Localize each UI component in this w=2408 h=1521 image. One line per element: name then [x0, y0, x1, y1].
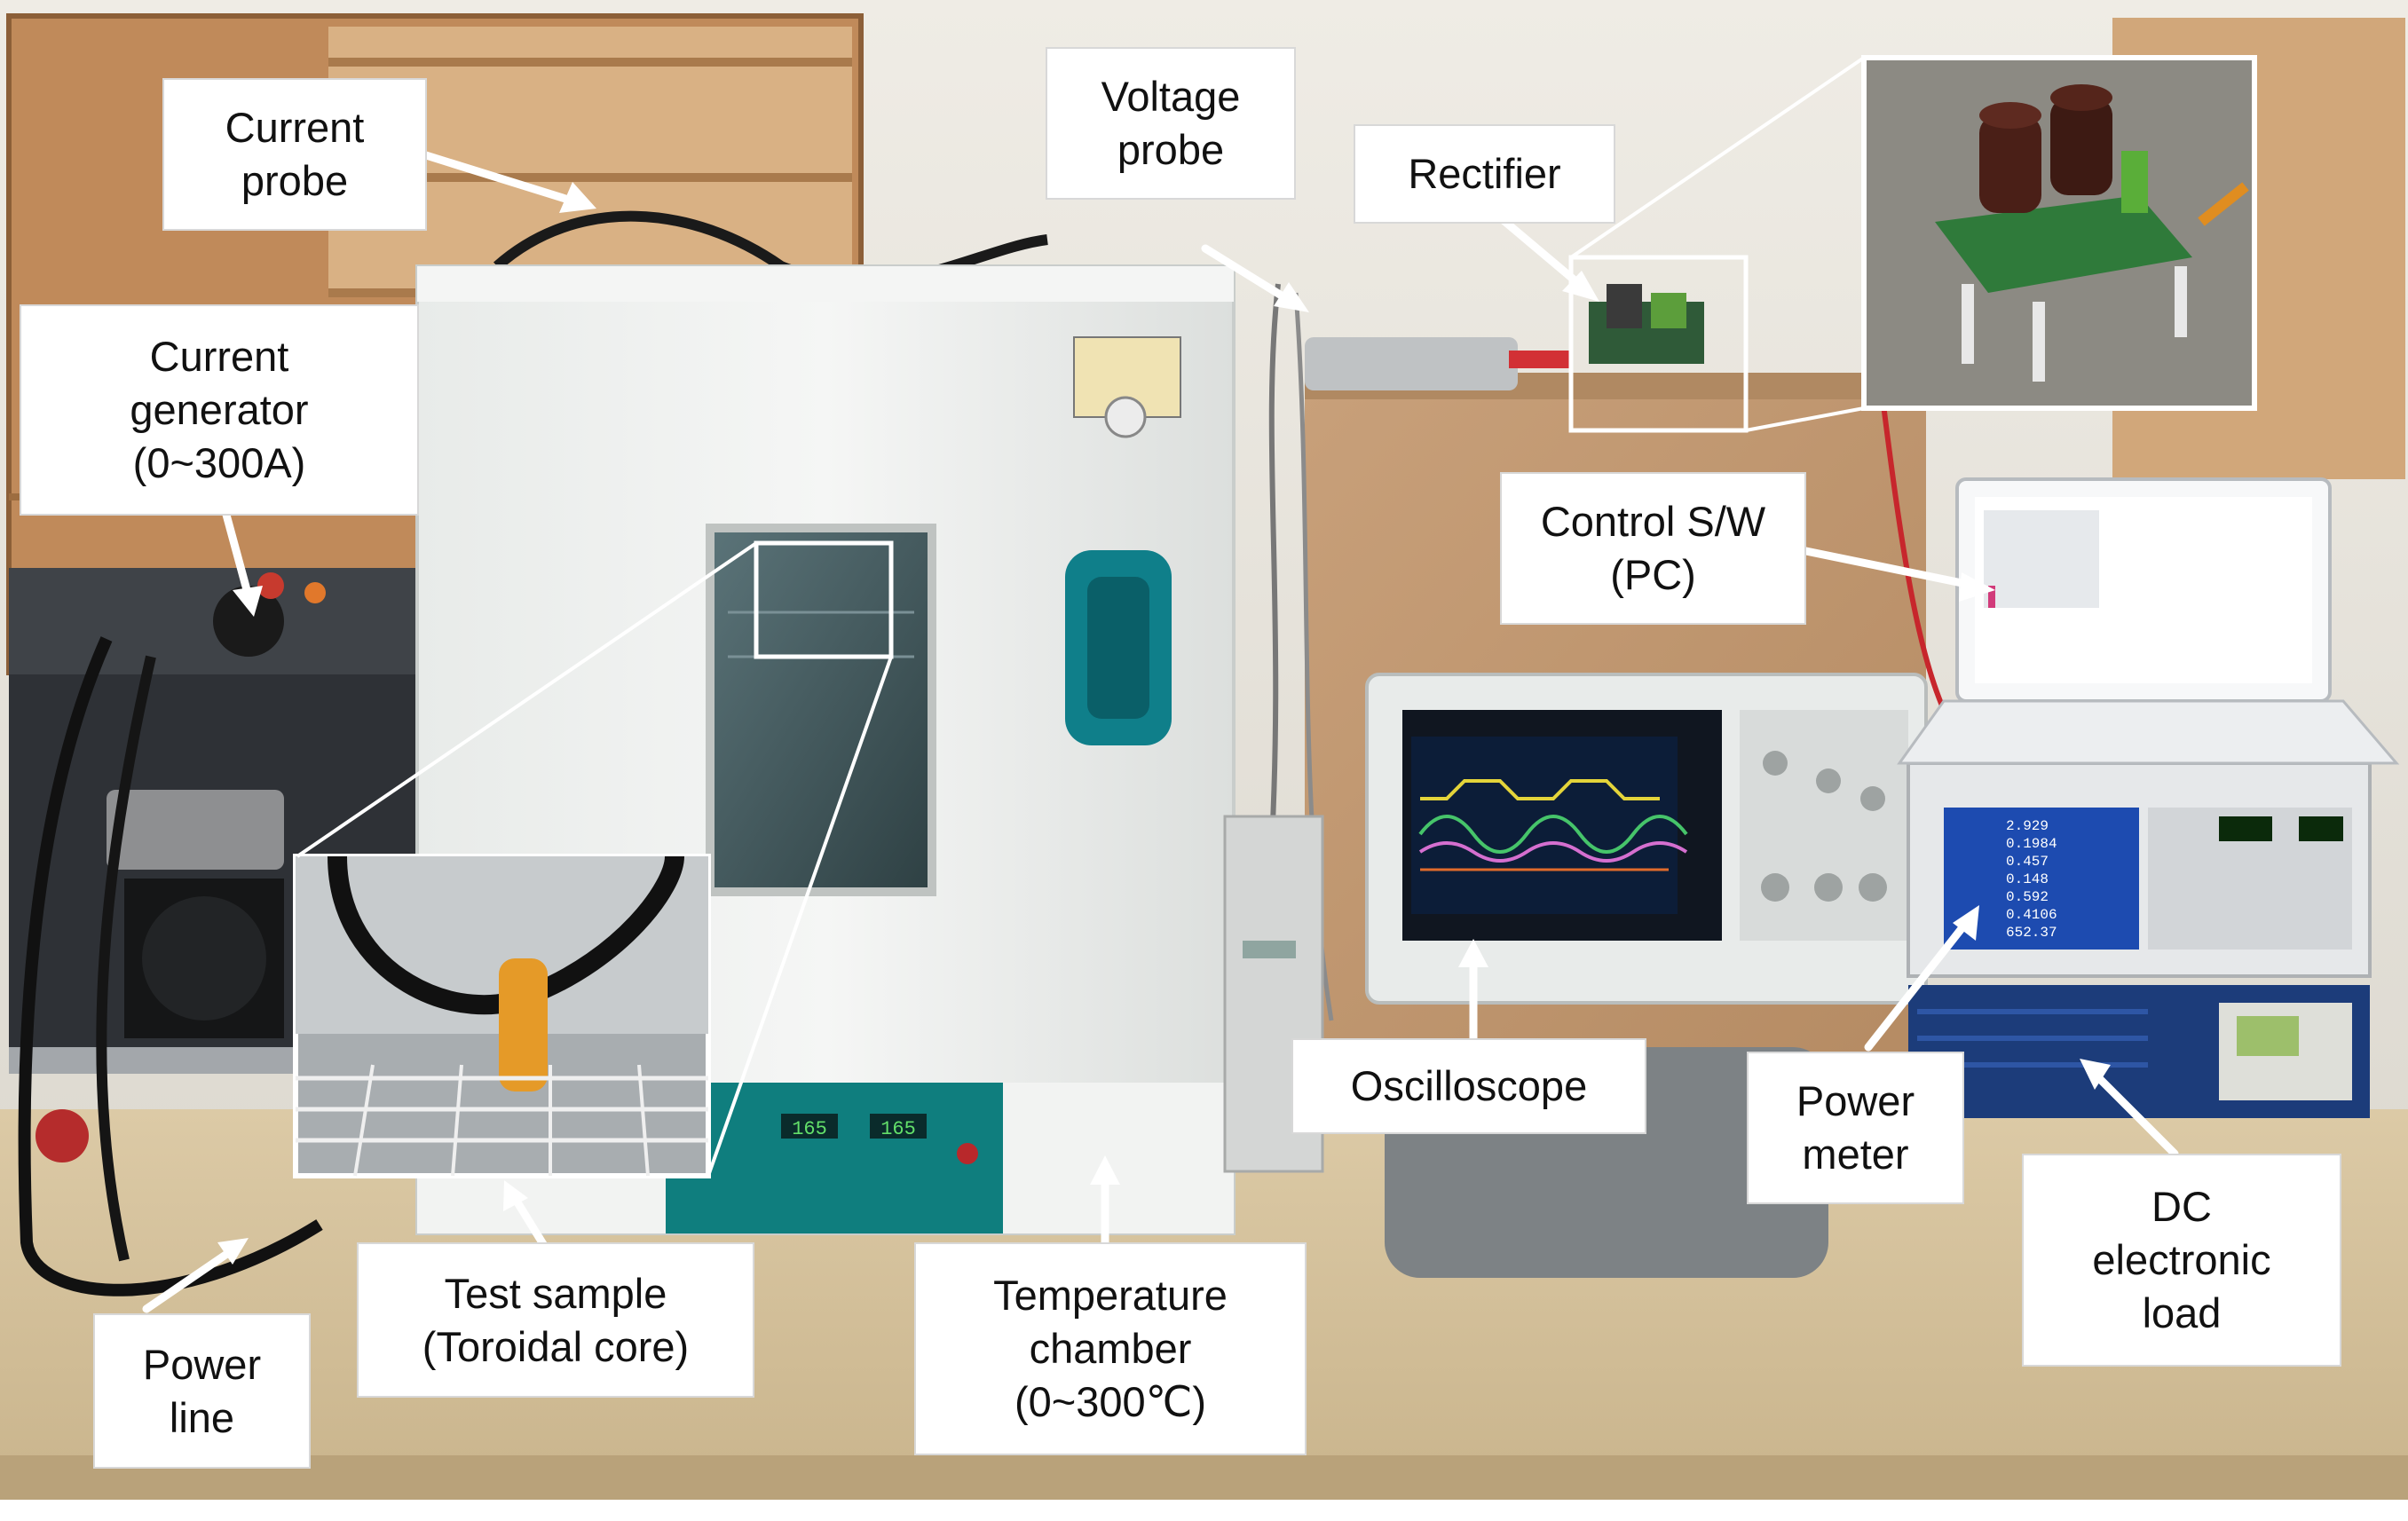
label-temperature-chamber: Temperature chamber (0~300℃)	[914, 1242, 1307, 1455]
zoom-box-chamber	[754, 540, 894, 659]
inset-rectifier-photo	[1861, 55, 2257, 411]
arrowhead	[1090, 1155, 1120, 1185]
meter-readouts: 2.929 0.1984 0.457 0.148 0.592 0.4106 65…	[2006, 818, 2057, 941]
oscilloscope-device	[1365, 673, 1928, 1005]
dc-load-device	[1908, 985, 2370, 1118]
chamber-display-right: 165	[880, 1118, 916, 1140]
zoom-line	[296, 541, 758, 858]
laptop-device	[1897, 477, 2400, 765]
arrow	[1201, 244, 1296, 306]
zoom-line	[1745, 406, 1865, 432]
arrowhead	[217, 1238, 249, 1265]
label-rectifier: Rectifier	[1354, 124, 1615, 224]
voltage-probe-body	[1305, 337, 1518, 390]
chamber-display-left: 165	[792, 1118, 827, 1140]
meter-value: 0.592	[2006, 889, 2049, 905]
label-test-sample: Test sample (Toroidal core)	[357, 1242, 754, 1398]
arrow	[422, 151, 581, 207]
zoom-line	[1569, 56, 1866, 259]
label-power-line: Power line	[93, 1313, 311, 1469]
meter-value: 0.1984	[2006, 836, 2057, 852]
arrow	[1496, 213, 1589, 293]
label-control-sw: Control S/W (PC)	[1500, 472, 1806, 625]
meter-value: 0.4106	[2006, 907, 2057, 923]
zoom-box-rectifier	[1568, 255, 1749, 433]
arrowhead	[1458, 939, 1488, 967]
label-voltage-probe: Voltage probe	[1046, 47, 1296, 200]
meter-value: 652.37	[2006, 925, 2057, 941]
arrow	[2090, 1069, 2179, 1158]
meter-value: 0.457	[2006, 854, 2049, 870]
rectifier-board	[1589, 302, 1704, 364]
arrowhead	[1953, 905, 1979, 941]
power-meter-device	[1907, 761, 2372, 978]
arrow	[142, 1247, 235, 1313]
label-current-generator: Current generator (0~300A)	[20, 304, 419, 516]
arrowhead	[1274, 282, 1309, 312]
label-power-meter: Power meter	[1747, 1052, 1964, 1204]
arrowhead	[233, 586, 263, 617]
power-cable	[18, 636, 323, 1296]
label-current-probe: Current probe	[162, 78, 427, 231]
arrow	[1864, 918, 1970, 1052]
arrowhead	[1562, 271, 1599, 302]
inset-test-sample-photo	[293, 854, 711, 1178]
arrow	[222, 510, 253, 601]
meter-value: 0.148	[2006, 871, 2049, 887]
arrow	[1797, 546, 1979, 590]
arrowhead	[559, 182, 596, 213]
zoom-line	[707, 656, 893, 1177]
label-oscilloscope: Oscilloscope	[1291, 1038, 1646, 1134]
arrowhead	[503, 1180, 528, 1211]
meter-value: 2.929	[2006, 818, 2049, 834]
label-dc-electronic-load: DC electronic load	[2022, 1154, 2341, 1367]
arrowhead	[1959, 572, 1995, 602]
arrowhead	[2080, 1059, 2111, 1090]
